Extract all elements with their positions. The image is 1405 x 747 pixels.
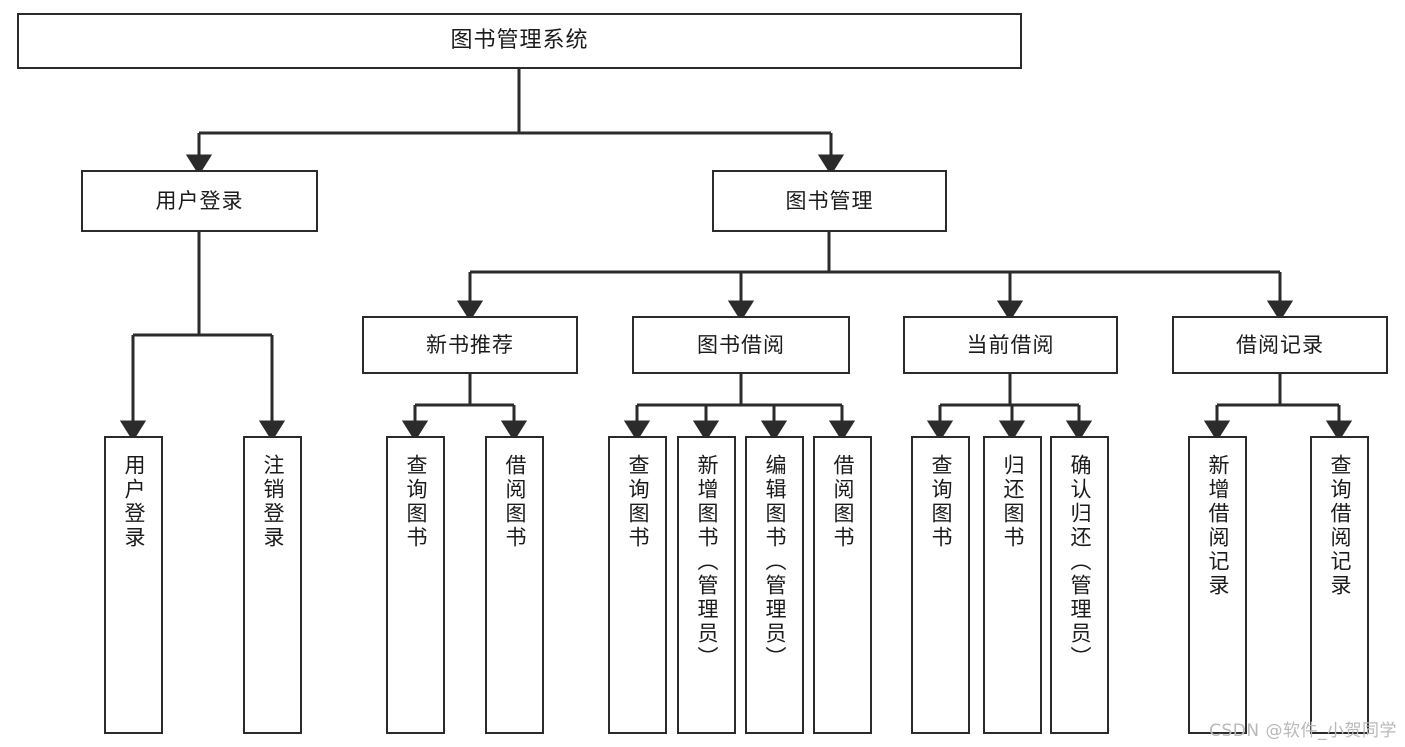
- node-label: 图书管理: [785, 188, 874, 213]
- node-label: 新书推荐: [426, 332, 514, 357]
- node-label: 图书借阅: [697, 332, 785, 357]
- leaf-return-book[interactable]: 归还图书: [983, 436, 1042, 734]
- node-label: 当前借阅: [966, 332, 1055, 357]
- node-label: 查询图书: [626, 454, 650, 550]
- leaf-edit-book-admin[interactable]: 编辑图书（管理员）: [745, 436, 804, 734]
- node-book-borrowing[interactable]: 图书借阅: [632, 316, 850, 374]
- leaf-borrow-book-new-recommendation[interactable]: 借阅图书: [485, 436, 544, 734]
- node-label: 借阅图书: [503, 454, 527, 550]
- leaf-logout[interactable]: 注销登录: [243, 436, 302, 734]
- node-label: 查询借阅记录: [1328, 454, 1352, 598]
- node-book-management[interactable]: 图书管理: [712, 170, 947, 232]
- node-label: 查询图书: [929, 454, 953, 550]
- node-label: 编辑图书（管理员）: [763, 454, 787, 670]
- node-label: 注销登录: [261, 454, 285, 550]
- leaf-borrow-book-borrowing[interactable]: 借阅图书: [813, 436, 872, 734]
- leaf-add-borrowing-record[interactable]: 新增借阅记录: [1188, 436, 1247, 734]
- leaf-add-book-admin[interactable]: 新增图书（管理员）: [677, 436, 736, 734]
- node-label: 新增图书（管理员）: [695, 454, 719, 670]
- leaf-query-borrowing-record[interactable]: 查询借阅记录: [1310, 436, 1369, 734]
- node-borrowing-record[interactable]: 借阅记录: [1172, 316, 1388, 374]
- watermark-text: CSDN @软件_小贺同学: [1209, 721, 1397, 741]
- node-label: 查询图书: [404, 454, 428, 550]
- node-label: 用户登录: [155, 188, 244, 213]
- leaf-query-book-current[interactable]: 查询图书: [911, 436, 970, 734]
- node-label: 归还图书: [1001, 454, 1025, 550]
- node-label: 用户登录: [122, 454, 146, 550]
- leaf-confirm-return-admin[interactable]: 确认归还（管理员）: [1050, 436, 1109, 734]
- node-user-login[interactable]: 用户登录: [81, 170, 318, 232]
- node-label: 确认归还（管理员）: [1068, 454, 1092, 670]
- node-label: 借阅记录: [1236, 332, 1324, 357]
- node-root-book-management-system[interactable]: 图书管理系统: [17, 13, 1022, 69]
- leaf-user-login[interactable]: 用户登录: [104, 436, 163, 734]
- leaf-query-book-new-recommendation[interactable]: 查询图书: [386, 436, 445, 734]
- node-current-borrowing[interactable]: 当前借阅: [903, 316, 1118, 374]
- node-label: 图书管理系统: [450, 28, 589, 54]
- node-label: 借阅图书: [831, 454, 855, 550]
- leaf-query-book-borrowing[interactable]: 查询图书: [608, 436, 667, 734]
- node-new-book-recommendation[interactable]: 新书推荐: [362, 316, 578, 374]
- node-label: 新增借阅记录: [1206, 454, 1230, 598]
